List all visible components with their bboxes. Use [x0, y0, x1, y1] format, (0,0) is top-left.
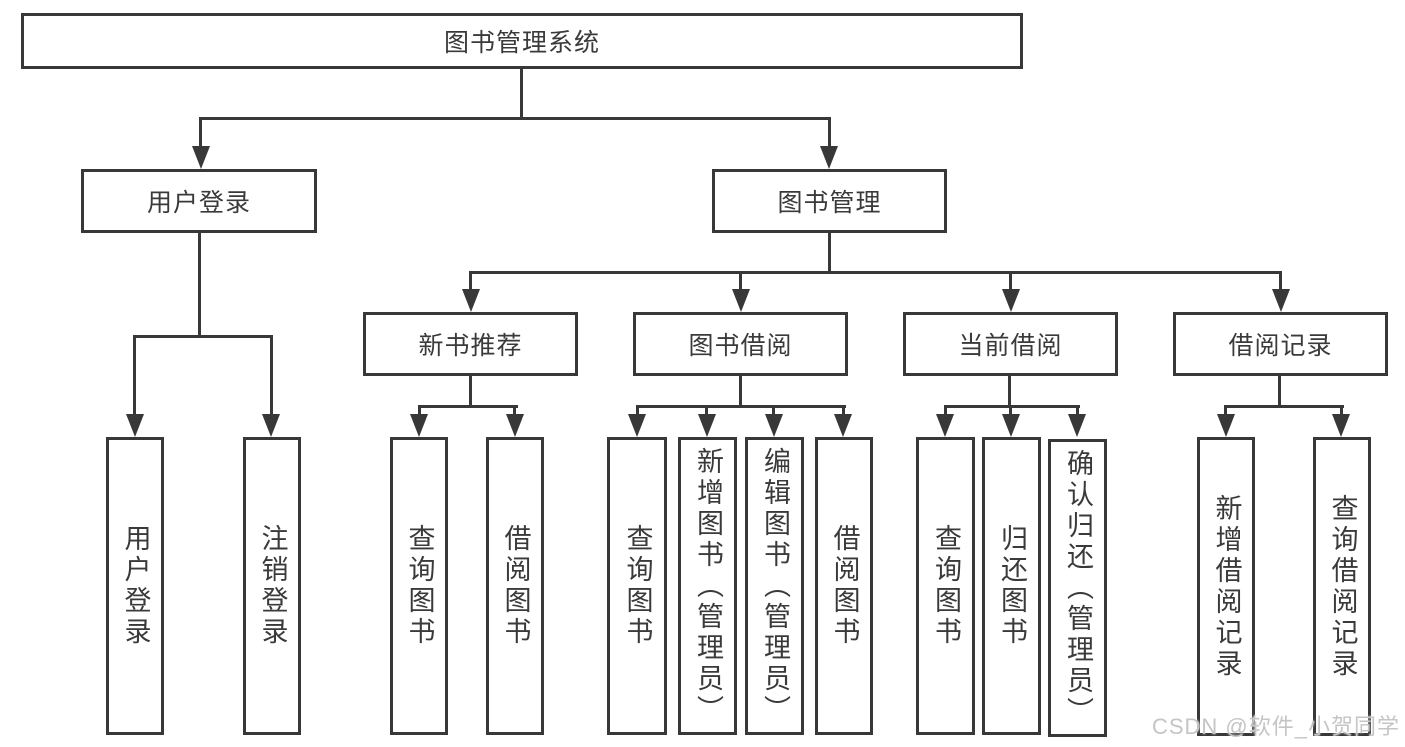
arrow-down-icon	[262, 414, 280, 437]
connector-line	[636, 405, 846, 408]
connector-line	[520, 69, 523, 117]
leaf-newbooks-query-books: 查询图书	[390, 437, 448, 735]
node-label: 图书管理	[777, 189, 882, 217]
arrow-down-icon	[126, 414, 144, 437]
connector-line	[513, 405, 516, 416]
node-label: 注销登录	[257, 524, 288, 648]
connector-line	[469, 271, 472, 291]
connector-line	[842, 405, 845, 416]
arrow-down-icon	[192, 146, 210, 169]
node-book-management: 图书管理	[712, 169, 947, 233]
connector-line	[1009, 271, 1012, 291]
connector-line	[1224, 405, 1344, 408]
arrow-down-icon	[1217, 414, 1235, 437]
connector-line	[636, 405, 639, 416]
arrow-down-icon	[820, 146, 838, 169]
node-label: 查询图书	[622, 524, 653, 648]
connector-line	[739, 271, 742, 291]
connector-line	[1008, 376, 1011, 405]
leaf-current-confirm-return-admin: 确认归还（管理员）	[1048, 439, 1107, 737]
connector-line	[772, 405, 775, 416]
connector-line	[270, 335, 273, 415]
leaf-user-login: 用户登录	[106, 437, 164, 735]
node-label: 归还图书	[997, 524, 1027, 648]
leaf-newbooks-borrow-books: 借阅图书	[486, 437, 544, 735]
arrow-down-icon	[732, 289, 750, 312]
connector-line	[418, 405, 421, 416]
leaf-borrowing-borrow-books: 借阅图书	[815, 437, 873, 735]
node-user-login: 用户登录	[81, 169, 317, 233]
connector-line	[133, 335, 273, 338]
leaf-borrowing-query-books: 查询图书	[607, 437, 667, 735]
leaf-records-add-record: 新增借阅记录	[1197, 437, 1255, 736]
node-book-borrowing: 图书借阅	[633, 312, 848, 376]
node-label: 新书推荐	[418, 332, 523, 360]
leaf-logout: 注销登录	[243, 437, 301, 735]
connector-line	[1278, 376, 1281, 405]
arrow-down-icon	[1272, 289, 1290, 312]
arrow-down-icon	[1002, 414, 1020, 437]
arrow-down-icon	[765, 414, 783, 437]
node-borrow-records: 借阅记录	[1173, 312, 1388, 376]
arrow-down-icon	[834, 414, 852, 437]
arrow-down-icon	[698, 414, 716, 437]
node-label: 新增借阅记录	[1211, 493, 1242, 680]
connector-line	[828, 233, 831, 271]
arrow-down-icon	[462, 289, 480, 312]
node-label: 用户登录	[120, 524, 151, 648]
node-label: 借阅图书	[829, 524, 860, 648]
node-label: 图书管理系统	[443, 29, 600, 57]
arrow-down-icon	[1002, 289, 1020, 312]
node-label: 确认归还（管理员）	[1063, 448, 1093, 728]
arrow-down-icon	[1068, 414, 1086, 437]
node-label: 图书借阅	[688, 332, 793, 360]
leaf-current-query-books: 查询图书	[916, 437, 975, 735]
connector-line	[133, 335, 136, 415]
leaf-current-return-books: 归还图书	[982, 437, 1041, 735]
connector-line	[944, 405, 947, 416]
node-label: 编辑图书（管理员）	[760, 446, 790, 726]
node-new-book-recommend: 新书推荐	[363, 312, 578, 376]
node-label: 查询图书	[404, 524, 435, 648]
connector-line	[1076, 405, 1079, 416]
arrow-down-icon	[628, 414, 646, 437]
connector-line	[828, 117, 831, 148]
node-label: 用户登录	[146, 189, 251, 217]
arrow-down-icon	[506, 414, 524, 437]
connector-line	[199, 117, 831, 120]
connector-line	[739, 376, 742, 405]
arrow-down-icon	[1332, 414, 1350, 437]
connector-line	[1224, 405, 1227, 416]
leaf-records-query-record: 查询借阅记录	[1313, 437, 1371, 736]
node-label: 新增图书（管理员）	[693, 446, 723, 726]
node-label: 当前借阅	[958, 332, 1063, 360]
connector-line	[705, 405, 708, 416]
node-library-management-system: 图书管理系统	[21, 13, 1023, 69]
connector-line	[1340, 405, 1343, 416]
node-label: 借阅记录	[1228, 332, 1333, 360]
connector-line	[1279, 271, 1282, 291]
node-current-borrowing: 当前借阅	[903, 312, 1118, 376]
connector-line	[418, 405, 518, 408]
connector-line	[469, 376, 472, 405]
node-label: 查询借阅记录	[1327, 493, 1358, 680]
connector-line	[469, 271, 1282, 274]
connector-line	[944, 405, 1080, 408]
csdn-watermark: CSDN @软件_小贺同学	[1151, 714, 1400, 739]
arrow-down-icon	[936, 414, 954, 437]
connector-line	[199, 117, 202, 148]
node-label: 借阅图书	[500, 524, 531, 648]
arrow-down-icon	[410, 414, 428, 437]
leaf-borrowing-edit-book-admin: 编辑图书（管理员）	[745, 437, 804, 735]
connector-line	[1009, 405, 1012, 416]
node-label: 查询图书	[931, 524, 961, 648]
leaf-borrowing-add-book-admin: 新增图书（管理员）	[678, 437, 737, 735]
connector-line	[198, 233, 201, 335]
